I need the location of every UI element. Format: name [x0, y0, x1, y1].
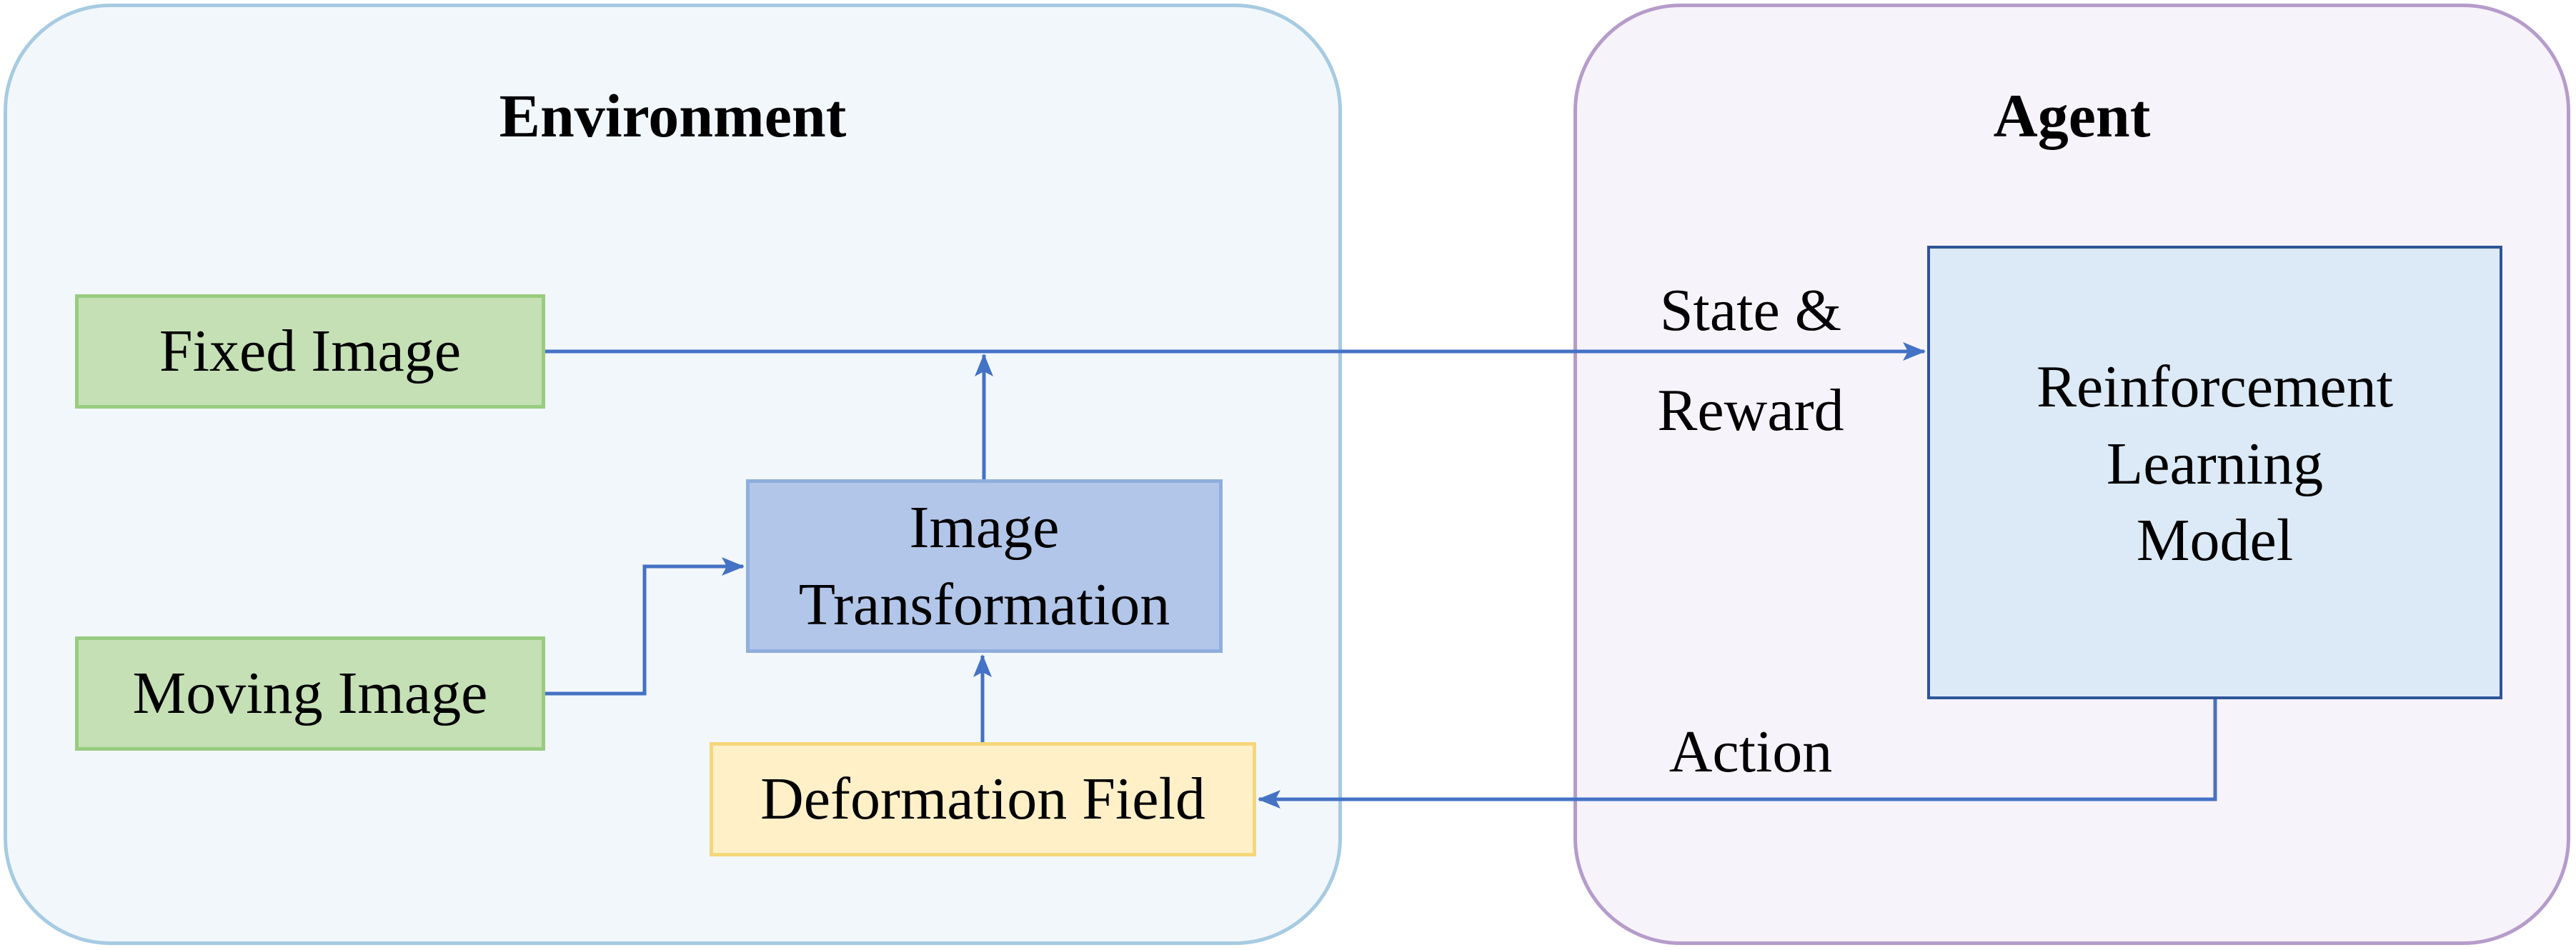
image-transformation-label-line1: Image [909, 494, 1060, 561]
rl-model-node: Reinforcement Learning Model [1927, 246, 2502, 699]
moving-image-node: Moving Image [75, 636, 545, 751]
image-transformation-label-line2: Transformation [798, 571, 1170, 638]
deformation-field-node: Deformation Field [710, 742, 1256, 856]
action-label: Action [1669, 719, 1833, 785]
environment-title: Environment [499, 81, 847, 150]
moving-to-transformation-arrow [545, 557, 745, 696]
image-transformation-node: Image Transformation [746, 479, 1223, 653]
state-reward-label: State & Reward [1611, 261, 1890, 461]
agent-title: Agent [1993, 81, 2151, 150]
fixed-image-label: Fixed Image [159, 318, 462, 385]
deformation-field-label: Deformation Field [760, 766, 1205, 833]
fixed-image-node: Fixed Image [75, 294, 545, 409]
rl-model-label-line1: Reinforcement [2036, 354, 2394, 421]
action-arrow [1258, 699, 2217, 809]
state-reward-label-line1: State & [1659, 277, 1842, 344]
state-reward-label-line2: Reward [1657, 377, 1844, 444]
rl-model-label-line2: Learning [2106, 430, 2324, 497]
moving-image-label: Moving Image [132, 660, 488, 727]
rl-model-label-line3: Model [2136, 507, 2294, 574]
